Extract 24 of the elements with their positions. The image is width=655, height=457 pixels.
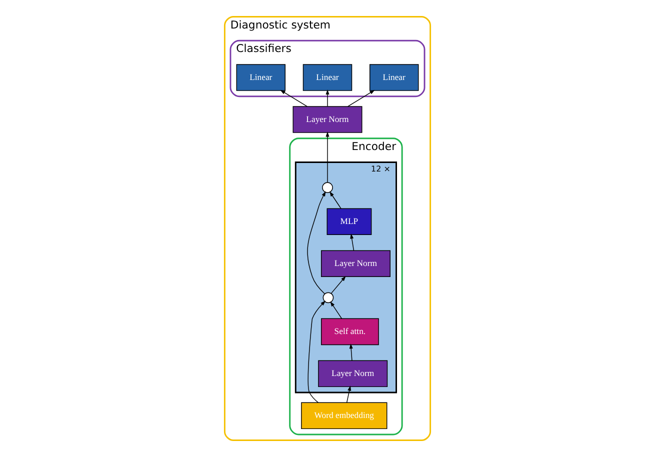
arrow	[349, 344, 353, 361]
arrow	[330, 191, 342, 209]
node-box: Linear	[302, 64, 352, 91]
arrow	[307, 191, 326, 294]
node-box: Self attn.	[320, 318, 379, 346]
cluster	[294, 162, 397, 394]
arrow	[350, 234, 354, 251]
node-box: MLP	[326, 208, 372, 236]
arrow	[330, 301, 342, 319]
node-box: Word embedding	[301, 402, 388, 430]
arrow	[326, 89, 330, 107]
arrow	[347, 90, 375, 107]
node-circle	[322, 292, 334, 304]
node-box: Layer Norm	[318, 360, 388, 388]
arrow	[280, 90, 308, 107]
arrow	[346, 386, 352, 403]
node-box: Layer Norm	[320, 250, 390, 278]
arrow	[308, 300, 326, 403]
arrow	[326, 132, 330, 183]
node-circle	[322, 182, 333, 194]
arrow	[330, 276, 346, 294]
node-box: Layer Norm	[292, 106, 362, 133]
node-box: Linear	[370, 64, 419, 91]
node-box: Linear	[236, 64, 286, 91]
